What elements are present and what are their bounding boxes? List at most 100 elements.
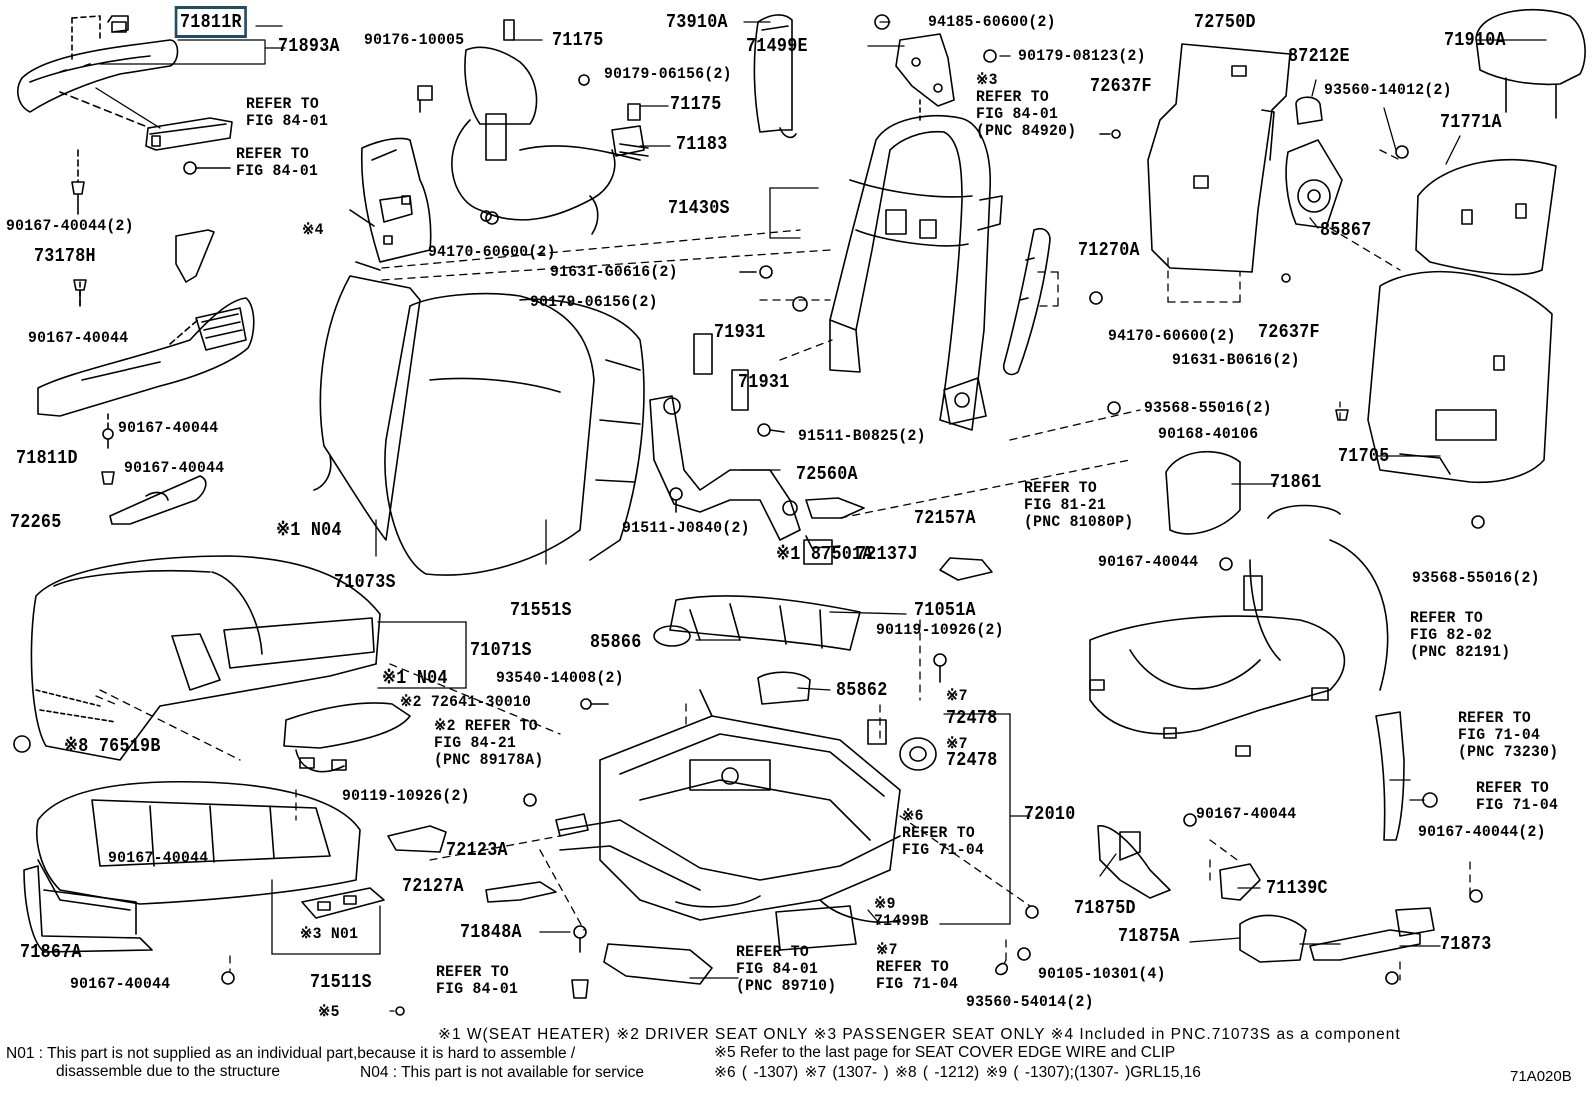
part-number-label: 71175 — [552, 29, 604, 51]
highlighted-part-label: 71811R — [174, 6, 248, 38]
part-number-label: 72478 — [946, 749, 998, 771]
seat-cushion-cover-drawing — [30, 555, 381, 761]
part-number-label: 71875A — [1118, 925, 1180, 947]
part-number-label: ※3 N01 — [300, 925, 359, 943]
part-number-label: 71499E — [746, 35, 808, 57]
part-number-label: 72123A — [446, 839, 508, 861]
part-number-label: REFER TO FIG 71-04 (PNC 73230) — [1458, 709, 1559, 761]
footnote-n04: N04 : This part is not available for ser… — [360, 1064, 645, 1081]
part-number-label: ※7 — [946, 735, 968, 753]
part-number-label: ※7 REFER TO FIG 71-04 — [876, 941, 959, 993]
part-number-label: 71051A — [914, 599, 976, 621]
right-harness-drawing — [1089, 450, 1389, 757]
part-number-label: 72265 — [10, 511, 62, 533]
part-number-label: 90167-40044(2) — [1418, 823, 1546, 841]
part-number-label: 71430S — [668, 197, 730, 219]
part-number-label: 94185-60600(2) — [928, 13, 1056, 31]
part-number-label: 72637F — [1090, 75, 1152, 97]
part-number-label: 85866 — [590, 631, 642, 653]
part-number-label: 71893A — [278, 35, 340, 57]
part-number-label: 71861 — [1270, 471, 1322, 493]
clip-drawings — [387, 825, 1009, 999]
part-number-label: 90119-10926(2) — [876, 621, 1004, 639]
part-number-label: 87212E — [1288, 45, 1350, 67]
part-number-label: ※4 — [302, 221, 324, 239]
part-number-label: 91511-J0840(2) — [622, 519, 750, 537]
part-number-label: REFER TO FIG 84-01 — [236, 145, 319, 180]
part-number-label: ※1 N04 — [276, 519, 342, 541]
part-number-label: 93568-55016(2) — [1412, 569, 1540, 587]
part-number-label: 93540-14008(2) — [496, 669, 624, 687]
part-number-label: 71867A — [20, 941, 82, 963]
part-number-label: 72637F — [1258, 321, 1320, 343]
part-number-label: 90167-40044 — [1196, 805, 1297, 823]
part-number-label: 90167-40044 — [70, 975, 171, 993]
heater-mechanism-drawing — [653, 557, 993, 717]
part-number-label: 71511S — [310, 971, 372, 993]
part-number-label: 90167-40044 — [124, 459, 225, 477]
side-bar-drawing — [1002, 227, 1051, 376]
adjuster-drawing — [649, 333, 865, 565]
footnote-line3: ※6 ( -1307) ※7 (1307- ) ※8 ( -1212) ※9 (… — [714, 1064, 1201, 1081]
speaker-drawing — [1285, 96, 1343, 229]
part-number-label: REFER TO FIG 84-01 (PNC 89710) — [736, 943, 837, 995]
shield-drawings — [37, 229, 255, 525]
part-number-label: 72560A — [796, 463, 858, 485]
part-number-label: 93568-55016(2) — [1144, 399, 1272, 417]
part-number-label: 71073S — [334, 571, 396, 593]
part-number-label: 71551S — [510, 599, 572, 621]
part-number-label: ※1 N04 — [382, 667, 448, 689]
back-panel-drawings — [1367, 158, 1557, 484]
part-number-label: 91631-G0616(2) — [550, 263, 678, 281]
part-number-label: 72157A — [914, 507, 976, 529]
part-number-label: 93560-14012(2) — [1324, 81, 1452, 99]
part-number-label: ※8 76519B — [64, 735, 161, 757]
part-number-label: REFER TO FIG 84-01 — [246, 95, 329, 130]
footnote-line1: ※1 W(SEAT HEATER) ※2 DRIVER SEAT ONLY ※3… — [438, 1026, 1401, 1043]
part-number-label: ※7 — [946, 687, 968, 705]
part-number-label: REFER TO FIG 82-02 (PNC 82191) — [1410, 609, 1511, 661]
part-number-label: 71175 — [670, 93, 722, 115]
part-number-label: 94170-60600(2) — [1108, 327, 1236, 345]
part-number-label: ※6 REFER TO FIG 71-04 — [902, 807, 985, 859]
diagram-code: 71A020B — [1510, 1068, 1572, 1085]
part-number-label: ※1 87501A — [776, 543, 873, 565]
seat-cushion-pad-drawing — [23, 780, 385, 953]
part-number-label: 71910A — [1444, 29, 1506, 51]
harness-drawing — [283, 702, 411, 773]
part-number-label: 90167-40044 — [28, 329, 129, 347]
part-number-label: 85862 — [836, 679, 888, 701]
part-number-label: 71875D — [1074, 897, 1136, 919]
headrest-drawing — [1475, 8, 1586, 119]
part-number-label: 72478 — [946, 707, 998, 729]
bracket-drawing — [349, 137, 432, 271]
buckle-rail-drawing — [1097, 711, 1435, 963]
part-number-label: 90179-06156(2) — [604, 65, 732, 83]
part-number-label: 71139C — [1266, 877, 1328, 899]
footnote-n01-a: N01 : This part is not supplied as an in… — [6, 1045, 576, 1062]
part-number-label: 71848A — [460, 921, 522, 943]
part-number-label: 71183 — [676, 133, 728, 155]
part-number-label: 90105-10301(4) — [1038, 965, 1166, 983]
footnote-n01-b: disassemble due to the structure — [56, 1063, 281, 1080]
part-number-label: ※2 REFER TO FIG 84-21 (PNC 89178A) — [434, 717, 544, 769]
part-number-label: REFER TO FIG 81-21 (PNC 81080P) — [1024, 479, 1134, 531]
part-number-label: 90167-40044(2) — [6, 217, 134, 235]
part-number-label: 72010 — [1024, 803, 1076, 825]
part-number-label: 90176-10005 — [364, 31, 465, 49]
part-number-label: 71931 — [738, 371, 790, 393]
part-number-label: 85867 — [1320, 219, 1372, 241]
part-number-label: REFER TO FIG 71-04 — [1476, 779, 1559, 814]
part-number-label: 73910A — [666, 11, 728, 33]
part-number-label: 94170-60600(2) — [428, 243, 556, 261]
seat-frame-drawing — [555, 715, 937, 923]
part-number-label: REFER TO FIG 84-01 — [436, 963, 519, 998]
part-number-label: ※2 72641-30010 — [400, 693, 532, 711]
part-number-label: 91631-B0616(2) — [1172, 351, 1300, 369]
part-number-label: 90167-40044 — [1098, 553, 1199, 571]
part-number-label: ※3 REFER TO FIG 84-01 (PNC 84920) — [976, 71, 1077, 140]
lid-part-drawing — [17, 15, 286, 113]
part-number-label: 71931 — [714, 321, 766, 343]
